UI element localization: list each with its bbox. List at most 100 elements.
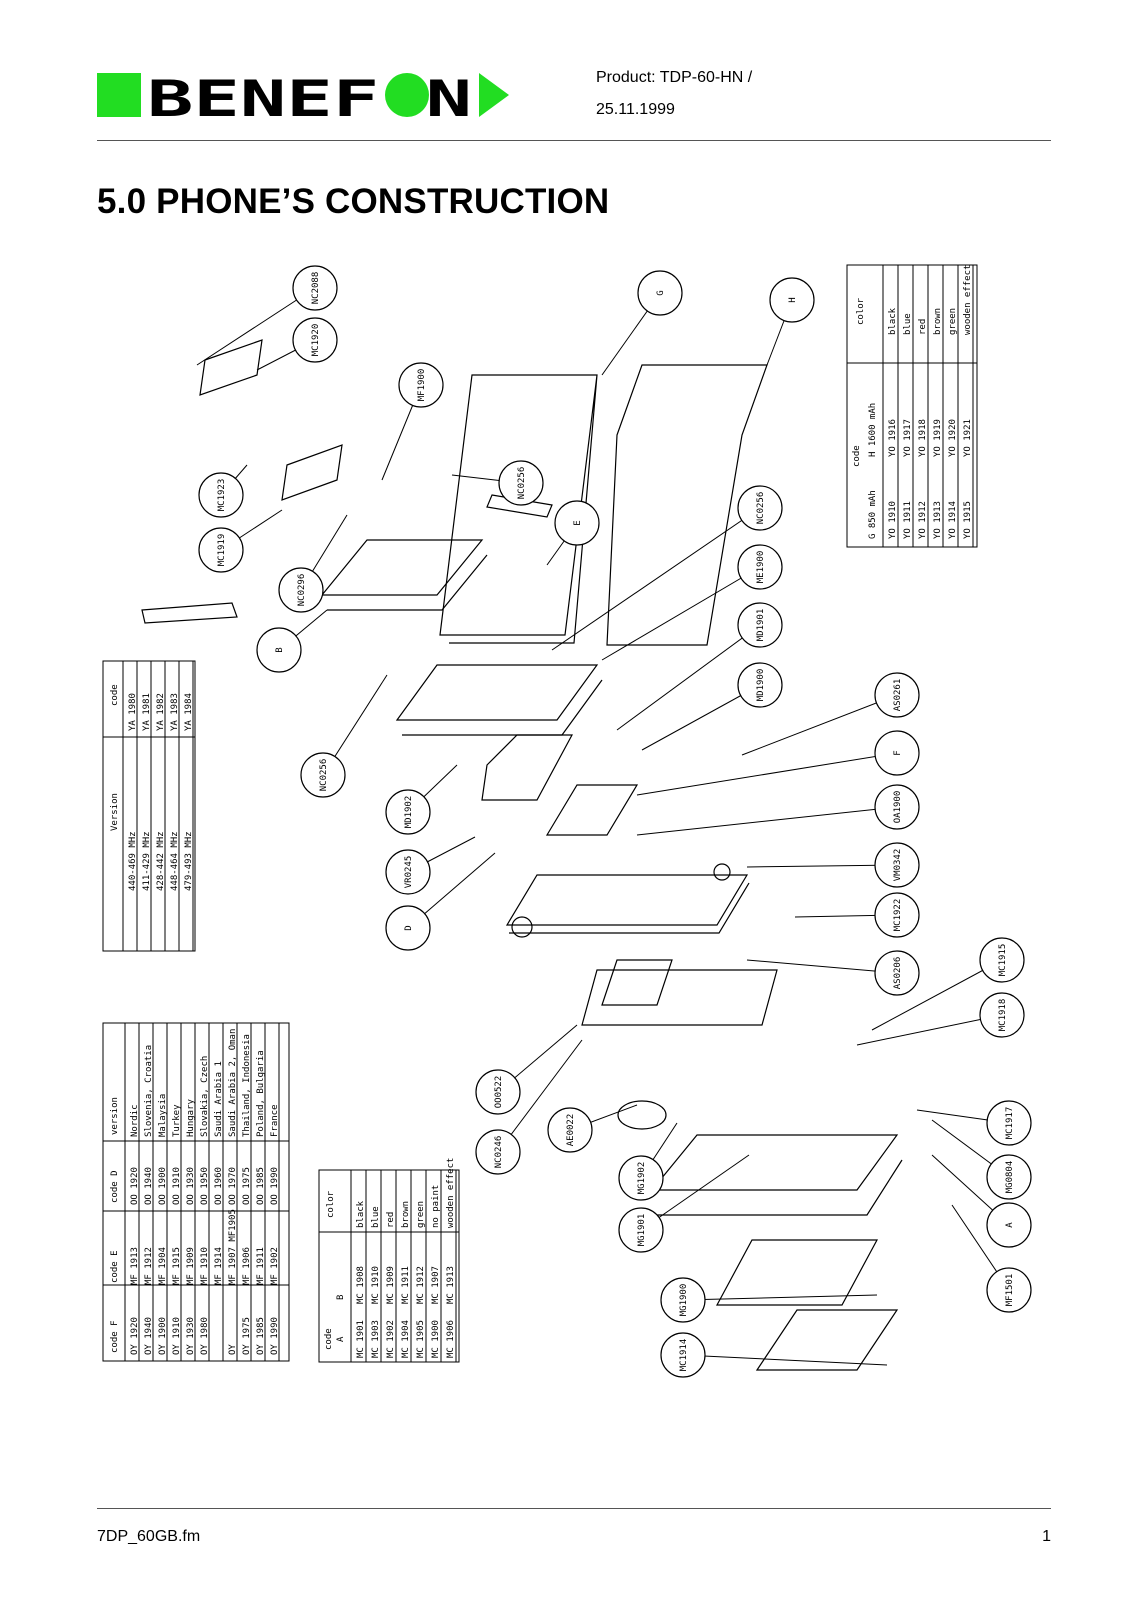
- battery-code-g: YO 1914: [948, 501, 958, 539]
- antenna-code: YA 1984: [184, 693, 194, 731]
- version-cell: MF 1914: [214, 1247, 224, 1285]
- svg-text:OA1900: OA1900: [893, 791, 903, 824]
- version-cell: OO 1950: [200, 1167, 210, 1205]
- version-cell: OY 1990: [270, 1317, 280, 1355]
- cover-color: blue: [371, 1206, 381, 1228]
- cover-code-a: MC 1905: [416, 1320, 426, 1358]
- callout-as0261: AS0261: [874, 672, 920, 718]
- svg-text:ME1900: ME1900: [756, 551, 766, 584]
- callout-me1900: ME1900: [737, 544, 783, 590]
- version-cell: MF 1906: [242, 1247, 252, 1285]
- version-header: code E: [110, 1250, 120, 1283]
- battery-color: brown: [933, 308, 943, 335]
- svg-text:MG1902: MG1902: [637, 1162, 647, 1195]
- svg-text:NC2088: NC2088: [311, 272, 321, 305]
- cover-code-b: MC 1907: [431, 1266, 441, 1304]
- version-cell: Hungary: [186, 1098, 196, 1137]
- svg-text:AS0206: AS0206: [893, 957, 903, 990]
- callout-nc0256: NC0256: [300, 752, 346, 798]
- version-cell: OY 1900: [158, 1317, 168, 1355]
- cover-header-color: color: [326, 1190, 336, 1218]
- battery-code-h: YO 1917: [903, 419, 913, 457]
- svg-text:NC0256: NC0256: [756, 492, 766, 525]
- cover-code-b: MC 1912: [416, 1266, 426, 1304]
- battery-code-h: YO 1916: [888, 419, 898, 457]
- battery-group-header: code: [852, 445, 862, 467]
- version-cell: Slovakia, Czech: [200, 1056, 210, 1137]
- callout-nc0256: NC0256: [498, 460, 544, 506]
- antenna-version: 440-469 MHz: [128, 831, 138, 891]
- version-cell: OY 1980: [200, 1317, 210, 1355]
- battery-code-h: YO 1920: [948, 419, 958, 457]
- cover-group-header: code: [324, 1328, 334, 1350]
- footer-rule: [97, 1508, 1051, 1509]
- svg-text:G: G: [656, 290, 666, 295]
- cover-code-b: MC 1910: [371, 1266, 381, 1304]
- svg-text:OO0522: OO0522: [494, 1076, 504, 1109]
- version-cell: MF 1904: [158, 1247, 168, 1285]
- callout-mc1914: MC1914: [660, 1332, 706, 1378]
- cover-color: red: [386, 1212, 396, 1228]
- antenna-version: 479-493 MHz: [184, 831, 194, 891]
- svg-text:MC1920: MC1920: [311, 324, 321, 357]
- antenna-code: YA 1982: [156, 693, 166, 731]
- antenna-version: 428-442 MHz: [156, 831, 166, 891]
- callout-vm0342: VM0342: [874, 842, 920, 888]
- battery-color: green: [948, 308, 958, 335]
- callout-nc2088: NC2088: [292, 265, 338, 311]
- version-cell: OO 1960: [214, 1167, 224, 1205]
- battery-code-h: YO 1921: [963, 419, 973, 457]
- callout-a: A: [986, 1202, 1032, 1248]
- svg-text:A: A: [1005, 1222, 1015, 1228]
- callout-mg1902: MG1902: [618, 1155, 664, 1201]
- svg-text:VR0245: VR0245: [404, 856, 414, 889]
- svg-text:B: B: [275, 647, 285, 652]
- version-cell: OY 1920: [130, 1317, 140, 1355]
- svg-text:NC0296: NC0296: [297, 574, 307, 607]
- version-cell: OO 1970: [228, 1167, 238, 1205]
- callout-md1900: MD1900: [737, 662, 783, 708]
- version-cell: OY: [228, 1344, 238, 1355]
- battery-code-g: YO 1915: [963, 501, 973, 539]
- version-cell: Slovenia, Croatia: [144, 1045, 154, 1137]
- version-header: code D: [110, 1170, 120, 1203]
- cover-color: black: [356, 1200, 366, 1228]
- antenna-header-version: Version: [110, 793, 120, 831]
- callout-mc1920: MC1920: [292, 317, 338, 363]
- svg-text:MC1918: MC1918: [998, 999, 1008, 1032]
- callout-nc0246: NC0246: [475, 1129, 521, 1175]
- callout-mc1923: MC1923: [198, 472, 244, 518]
- version-cell: OY 1985: [256, 1317, 266, 1355]
- callout-mf1501: MF1501: [986, 1267, 1032, 1313]
- cover-color: no paint: [431, 1185, 441, 1228]
- svg-text:VM0342: VM0342: [893, 849, 903, 882]
- version-cell: MF 1909: [186, 1247, 196, 1285]
- version-cell: OO 1940: [144, 1167, 154, 1205]
- cover-header-b: B: [336, 1295, 346, 1300]
- svg-text:F: F: [893, 750, 903, 755]
- footer-page-number: 1: [1042, 1528, 1051, 1545]
- battery-header-g: G 850 mAh: [868, 490, 878, 539]
- battery-color: black: [888, 307, 898, 335]
- version-cell: MF 1913: [130, 1247, 140, 1285]
- version-cell: OY 1940: [144, 1317, 154, 1355]
- callout-mc1919: MC1919: [198, 527, 244, 573]
- version-cell: Turkey: [172, 1104, 182, 1137]
- svg-text:MG1901: MG1901: [637, 1214, 647, 1247]
- svg-text:MC1923: MC1923: [217, 479, 227, 512]
- version-cell: MF 1907 MF1905: [228, 1209, 238, 1285]
- antenna-code: YA 1983: [170, 693, 180, 731]
- cover-color: brown: [401, 1201, 411, 1228]
- svg-text:MD1901: MD1901: [756, 609, 766, 642]
- svg-text:AE0022: AE0022: [566, 1114, 576, 1147]
- version-cell: OO 1910: [172, 1167, 182, 1205]
- version-cell: OO 1975: [242, 1167, 252, 1205]
- antenna-code: YA 1981: [142, 693, 152, 731]
- callout-oa1900: OA1900: [874, 784, 920, 830]
- antenna-code: YA 1980: [128, 693, 138, 731]
- cover-code-b: MC 1911: [401, 1266, 411, 1304]
- product-label: Product: TDP-60-HN /: [596, 69, 753, 86]
- svg-text:MC1917: MC1917: [1005, 1107, 1015, 1140]
- version-cell: Saudi Arabia 2, Oman: [228, 1029, 238, 1137]
- battery-code-g: YO 1913: [933, 501, 943, 539]
